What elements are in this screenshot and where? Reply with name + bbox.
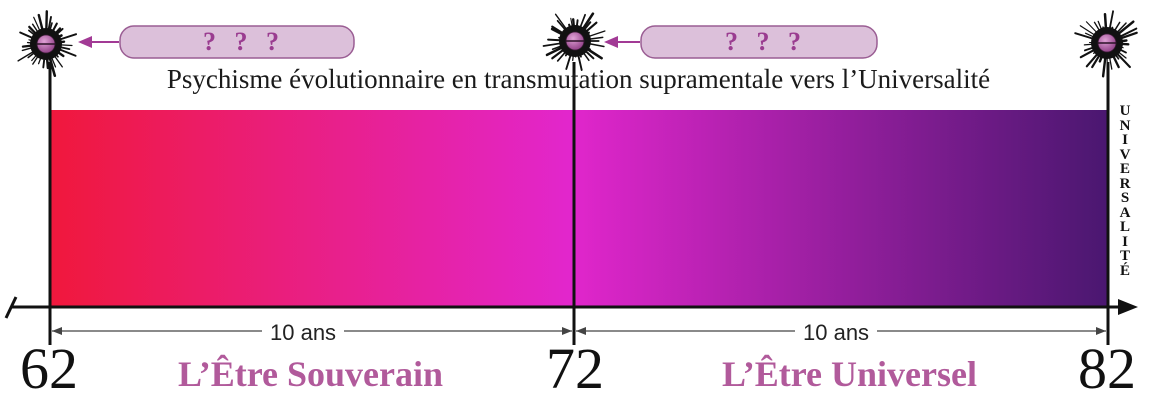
duration-arrowhead: [1096, 327, 1106, 335]
duration-label-2: 10 ans: [795, 320, 878, 346]
time-axis-arrowhead: [1118, 299, 1138, 315]
age-label-72: 72: [546, 336, 604, 401]
bubble-arrowhead: [604, 36, 618, 48]
duration-arrowhead: [562, 327, 572, 335]
question-text-2: ? ? ?: [725, 27, 807, 56]
duration-arrowhead: [576, 327, 586, 335]
axis-break-mark: [4, 296, 18, 319]
vertical-letter: I: [1122, 233, 1128, 250]
question-text-1: ? ? ?: [203, 27, 285, 56]
vertical-letter: R: [1119, 175, 1131, 192]
period-label-souverain: L’Être Souverain: [178, 354, 444, 394]
vertical-letter: V: [1119, 146, 1131, 163]
duration-label-1: 10 ans: [262, 320, 345, 346]
vertical-letter: S: [1120, 190, 1130, 206]
question-bubble-1: [119, 25, 355, 59]
vertical-letter: T: [1119, 248, 1130, 264]
vertical-letter: L: [1119, 219, 1130, 235]
diagram-title: Psychisme évolutionnaire en transmutatio…: [166, 64, 991, 94]
duration-arrowhead: [52, 327, 62, 335]
age-label-62: 62: [20, 336, 78, 401]
question-bubble-2: [640, 25, 878, 59]
vertical-letter: N: [1119, 117, 1131, 134]
vertical-letter: I: [1122, 132, 1128, 148]
starburst-icon: [542, 12, 606, 71]
evolution-gradient-band: [50, 110, 1108, 307]
age-label-82: 82: [1078, 336, 1136, 401]
starburst-icon: [1074, 10, 1138, 78]
starburst-icon: [17, 10, 78, 78]
vertical-letter: É: [1119, 262, 1130, 279]
vertical-letter: U: [1119, 103, 1131, 119]
bubble-arrowhead: [78, 36, 92, 48]
period-label-universel: L’Être Universel: [722, 354, 977, 394]
vertical-letter: A: [1119, 204, 1131, 221]
vertical-letter: E: [1119, 161, 1130, 177]
